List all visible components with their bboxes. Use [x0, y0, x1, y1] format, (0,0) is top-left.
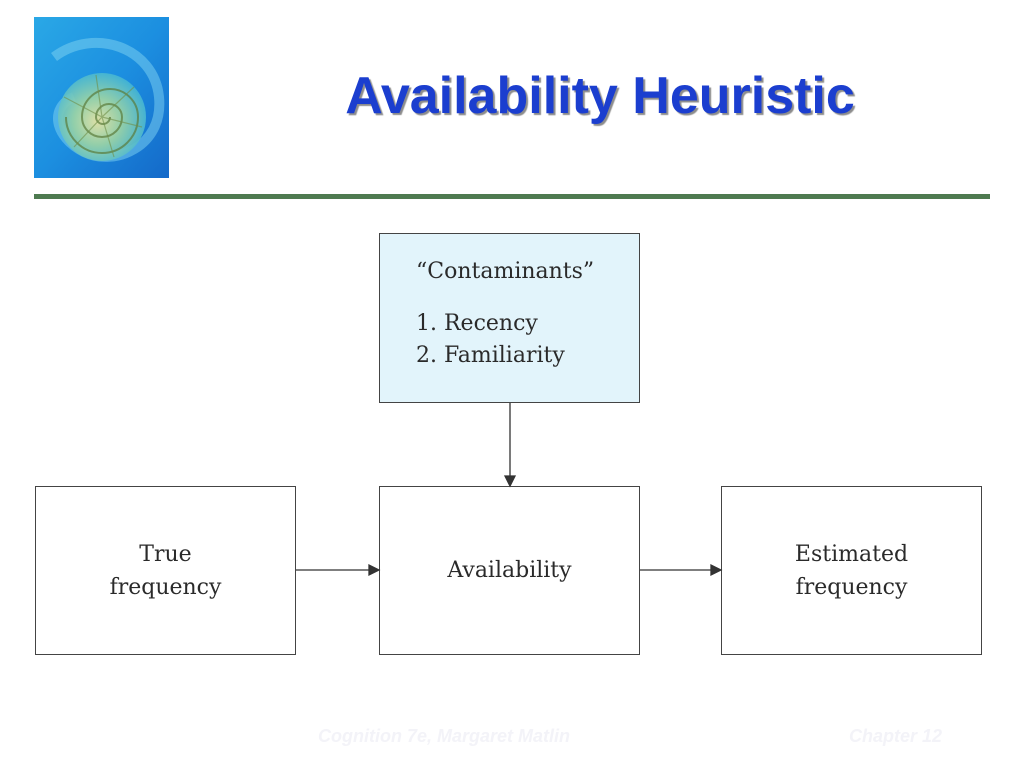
arrow-head-down: [503, 475, 517, 488]
arrow-head-right-2: [710, 563, 723, 577]
contaminant-item-recency: 1. Recency: [416, 311, 538, 336]
availability-box: Availability: [379, 486, 640, 655]
availability-label: Availability: [447, 558, 572, 583]
slide-title: Availability Heuristic: [345, 67, 855, 125]
contaminants-box: “Contaminants” 1. Recency 2. Familiarity: [379, 233, 640, 403]
contaminant-item-familiarity: 2. Familiarity: [416, 343, 565, 368]
true-frequency-line-1: True: [139, 541, 192, 567]
footer-chapter: Chapter 12: [849, 726, 943, 746]
estimated-frequency-box: Estimated frequency: [721, 486, 982, 655]
true-frequency-line-2: frequency: [109, 574, 222, 600]
footer-source: Cognition 7e, Margaret Matlin: [318, 726, 571, 746]
estimated-frequency-line-2: frequency: [795, 574, 908, 600]
nautilus-shell-icon: [34, 17, 169, 178]
estimated-frequency-line-1: Estimated: [794, 541, 909, 567]
title-divider: [34, 194, 990, 199]
true-frequency-box: True frequency: [35, 486, 296, 655]
arrow-head-right-1: [368, 563, 381, 577]
contaminants-heading: “Contaminants”: [416, 259, 595, 284]
contaminants-list: 1. Recency 2. Familiarity: [416, 308, 565, 372]
